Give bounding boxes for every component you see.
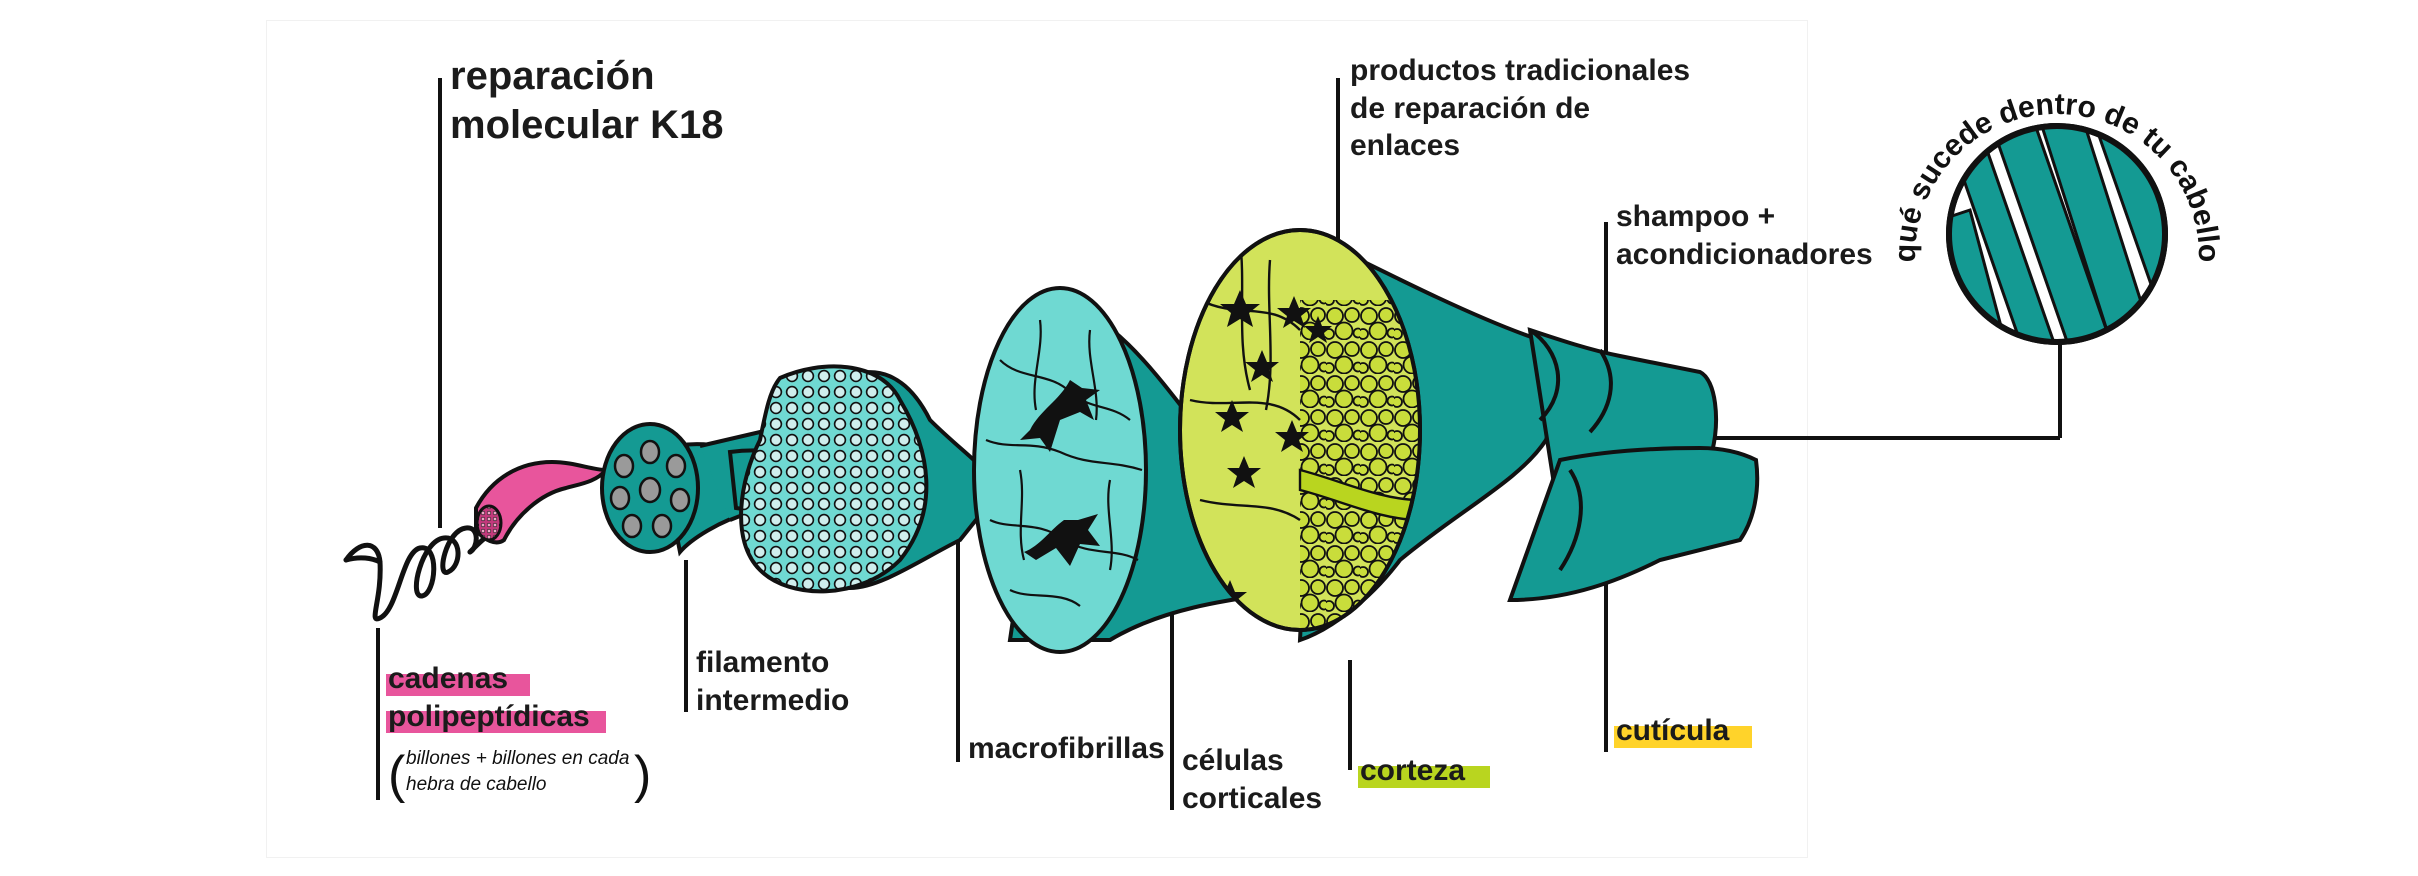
- intermediate-filament-icon: [739, 364, 1003, 594]
- label-chains-line1: cadenas: [388, 662, 509, 695]
- cuticle-layer-icon: [1507, 327, 1760, 603]
- label-cuticle: cutícula: [1614, 712, 1752, 750]
- leader-lines: [376, 78, 2062, 810]
- label-cortex-text: corteza: [1360, 754, 1466, 787]
- label-polypeptide-chains: cadenas polipeptídicas: [386, 660, 606, 735]
- label-cortical-cells: células corticales: [1182, 744, 1323, 815]
- label-macrofibrils: macrofibrillas: [968, 732, 1165, 765]
- circle-arc-title: ¿qué sucede dentro de tu cabello?: [0, 0, 2225, 263]
- protein-strand-icon: [474, 459, 611, 545]
- label-cortex: corteza: [1358, 752, 1490, 790]
- cortex-cross-section-icon: [1178, 228, 1558, 643]
- polypeptide-coil-icon: [343, 525, 499, 622]
- hair-strand-magnifier-icon: [1946, 123, 2168, 345]
- label-cuticle-text: cutícula: [1616, 714, 1730, 747]
- label-traditional-products: productos tradicionales de reparación de…: [1350, 54, 1691, 162]
- label-intermediate-filament: filamento intermedio: [696, 646, 850, 717]
- chains-note-text: billones + billones en cada hebra de cab…: [406, 748, 630, 795]
- label-chains-line2: polipeptídicas: [388, 699, 590, 733]
- label-chains-note: ( ) billones + billones en cada hebra de…: [388, 746, 652, 804]
- label-k18-repair: reparación molecular K18: [450, 54, 724, 147]
- label-shampoo: shampoo + acondicionadores: [1616, 200, 1873, 271]
